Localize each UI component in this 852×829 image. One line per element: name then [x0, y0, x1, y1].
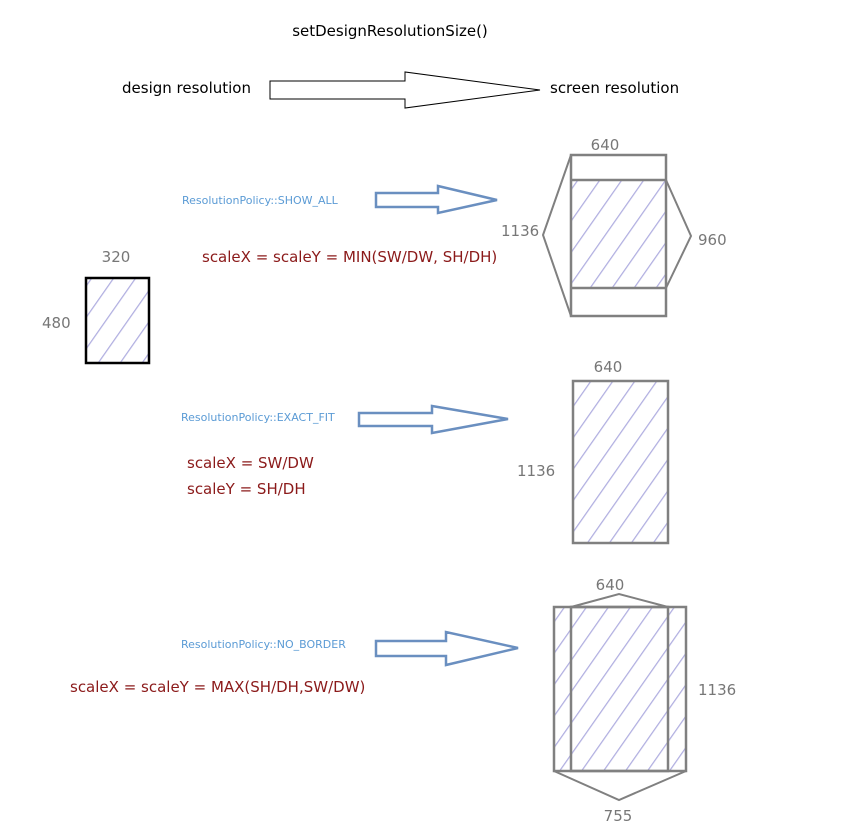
no-border-screen-frame [569, 605, 670, 773]
exact-fit-formula-x: scaleX = SW/DW [187, 454, 314, 472]
exact-fit-content-hatch [573, 381, 668, 543]
no-border-screen [552, 592, 688, 802]
no-border-content-width-label: 755 [604, 807, 633, 825]
exact-fit-arrow [357, 404, 509, 435]
show-all-formula: scaleX = scaleY = MIN(SW/DW, SH/DH) [202, 248, 497, 266]
show-all-content-bracket [665, 179, 693, 289]
design-width-label: 320 [102, 248, 131, 266]
show-all-height-bracket [541, 154, 572, 317]
policy-show-all-label: ResolutionPolicy::SHOW_ALL [182, 194, 339, 207]
show-all-content-hatch [571, 180, 666, 288]
no-border-formula: scaleX = scaleY = MAX(SH/DH,SW/DW) [70, 678, 365, 696]
no-border-content-bracket [553, 770, 687, 802]
exact-fit-formula-y: scaleY = SH/DH [187, 480, 306, 498]
exact-fit-screen [571, 379, 670, 545]
design-content-hatch [86, 278, 149, 363]
design-resolution-label: design resolution [122, 79, 251, 97]
show-all-content-height-label: 960 [698, 231, 727, 249]
no-border-width-label: 640 [596, 576, 625, 594]
exact-fit-screen-frame [571, 379, 670, 545]
design-frame [84, 276, 151, 365]
show-all-screen [541, 153, 693, 318]
screen-resolution-label: screen resolution [550, 79, 679, 97]
exact-fit-width-label: 640 [594, 358, 623, 376]
main-conversion-arrow [269, 71, 541, 109]
policy-no-border-label: ResolutionPolicy::NO_BORDER [181, 638, 346, 651]
exact-fit-height-label: 1136 [517, 462, 555, 480]
show-all-screen-frame [569, 153, 668, 318]
show-all-arrow [374, 184, 498, 215]
design-resolution-box [84, 276, 151, 365]
design-height-label: 480 [42, 314, 71, 332]
no-border-height-label: 1136 [698, 681, 736, 699]
no-border-content-hatch [554, 607, 686, 771]
no-border-width-bracket [570, 592, 669, 608]
diagram-title: setDesignResolutionSize() [292, 22, 488, 40]
no-border-arrow [374, 630, 519, 667]
show-all-height-label: 1136 [501, 222, 539, 240]
policy-exact-fit-label: ResolutionPolicy::EXACT_FIT [181, 411, 335, 424]
show-all-width-label: 640 [591, 136, 620, 154]
